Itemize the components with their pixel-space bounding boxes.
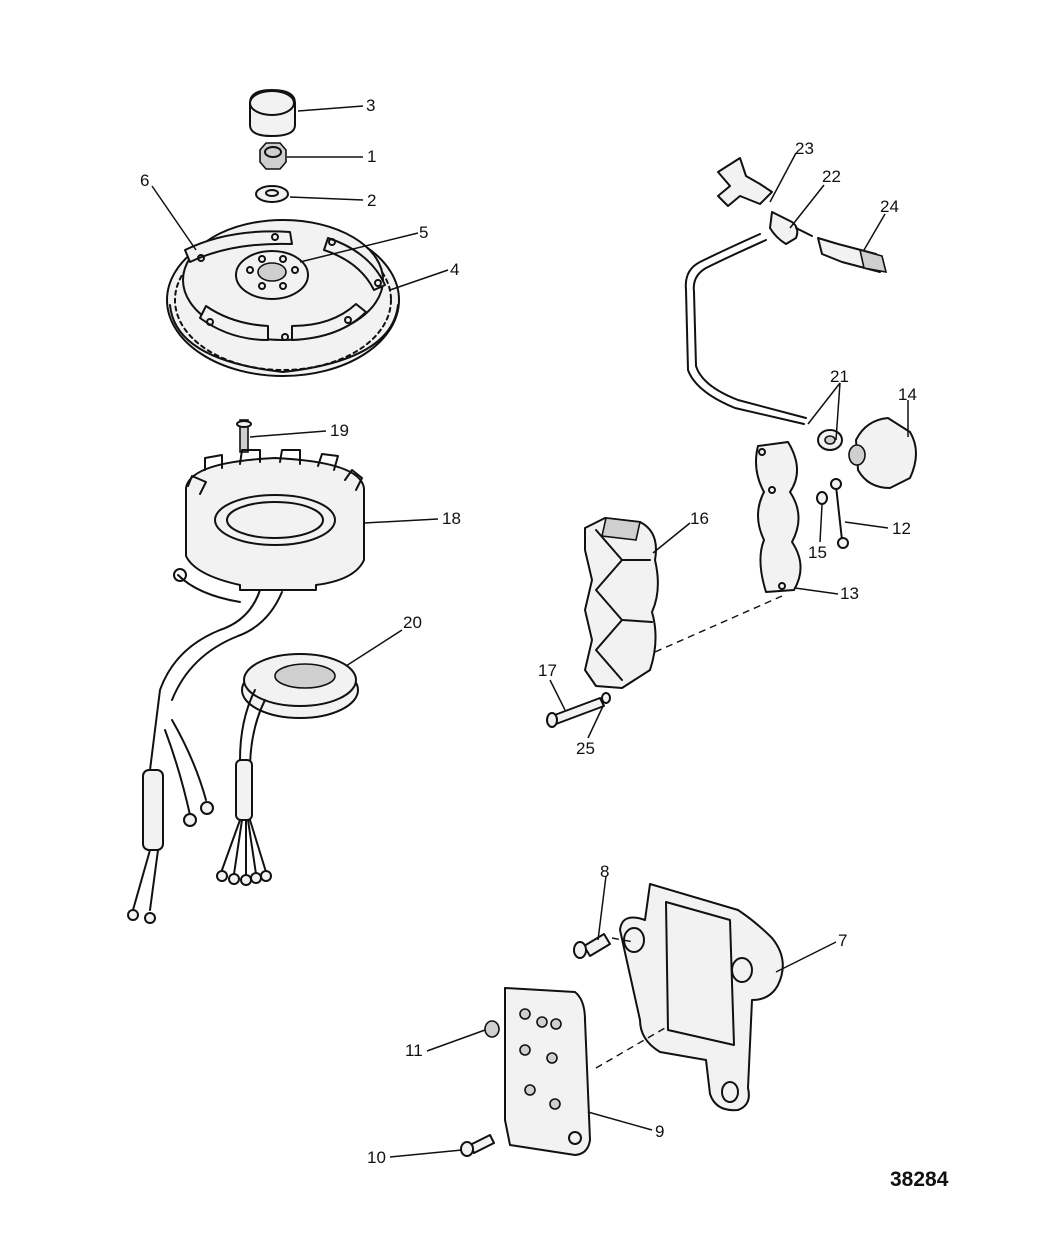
callout-6: 6	[140, 171, 149, 190]
figure-reference-number: 38284	[890, 1168, 949, 1191]
callout-14: 14	[898, 385, 917, 404]
bracket-part-7	[619, 883, 784, 1112]
screw-part-8	[573, 933, 611, 959]
callout-2: 2	[367, 191, 376, 210]
spark-plug-part-24	[817, 237, 888, 274]
coil-mounting-plate-part-13	[755, 441, 802, 593]
leader-lines	[151, 105, 909, 1158]
ignition-coil-part-14	[848, 417, 917, 489]
callout-18: 18	[442, 509, 461, 528]
callout-9: 9	[655, 1122, 664, 1141]
screw-part-10	[460, 1134, 495, 1157]
flywheel-washer-part-2	[255, 185, 289, 203]
callout-19: 19	[330, 421, 349, 440]
callout-13: 13	[840, 584, 859, 603]
callout-21: 21	[830, 367, 849, 386]
stator-part-18	[185, 449, 365, 591]
callout-17: 17	[538, 661, 557, 680]
callout-3: 3	[366, 96, 375, 115]
callout-12: 12	[892, 519, 911, 538]
callout-labels: 3 1 2 5 4 6 19 18 20 23 22 24 21 14 12 1…	[140, 96, 917, 1167]
lockwasher-part-15	[816, 491, 828, 505]
callout-7: 7	[838, 931, 847, 950]
callout-5: 5	[419, 223, 428, 242]
callout-4: 4	[450, 260, 459, 279]
callout-10: 10	[367, 1148, 386, 1167]
callout-20: 20	[403, 613, 422, 632]
ground-lead-part-12	[830, 478, 849, 549]
callout-24: 24	[880, 197, 899, 216]
callout-8: 8	[600, 862, 609, 881]
callout-1: 1	[367, 147, 376, 166]
stator-screw-part-19	[236, 419, 252, 453]
callout-23: 23	[795, 139, 814, 158]
flywheel-cap-part-3	[249, 89, 296, 137]
bolt-part-17	[546, 697, 605, 728]
lead-fittings-part-21	[817, 429, 843, 451]
switch-box-part-9	[504, 987, 591, 1156]
spark-plug-boot-part-22	[769, 211, 813, 245]
callout-15: 15	[808, 543, 827, 562]
high-tension-lead	[684, 233, 807, 425]
nut-part-11	[484, 1020, 500, 1038]
callout-16: 16	[690, 509, 709, 528]
trigger-part-20	[216, 653, 359, 886]
callout-25: 25	[576, 739, 595, 758]
ignition-coils-part-16	[584, 517, 659, 689]
flywheel-nut-part-1	[259, 142, 287, 170]
clip-part-23	[717, 157, 773, 207]
washer-part-25	[601, 692, 611, 704]
callout-22: 22	[822, 167, 841, 186]
callout-11: 11	[405, 1041, 423, 1060]
stator-harness	[127, 568, 283, 924]
